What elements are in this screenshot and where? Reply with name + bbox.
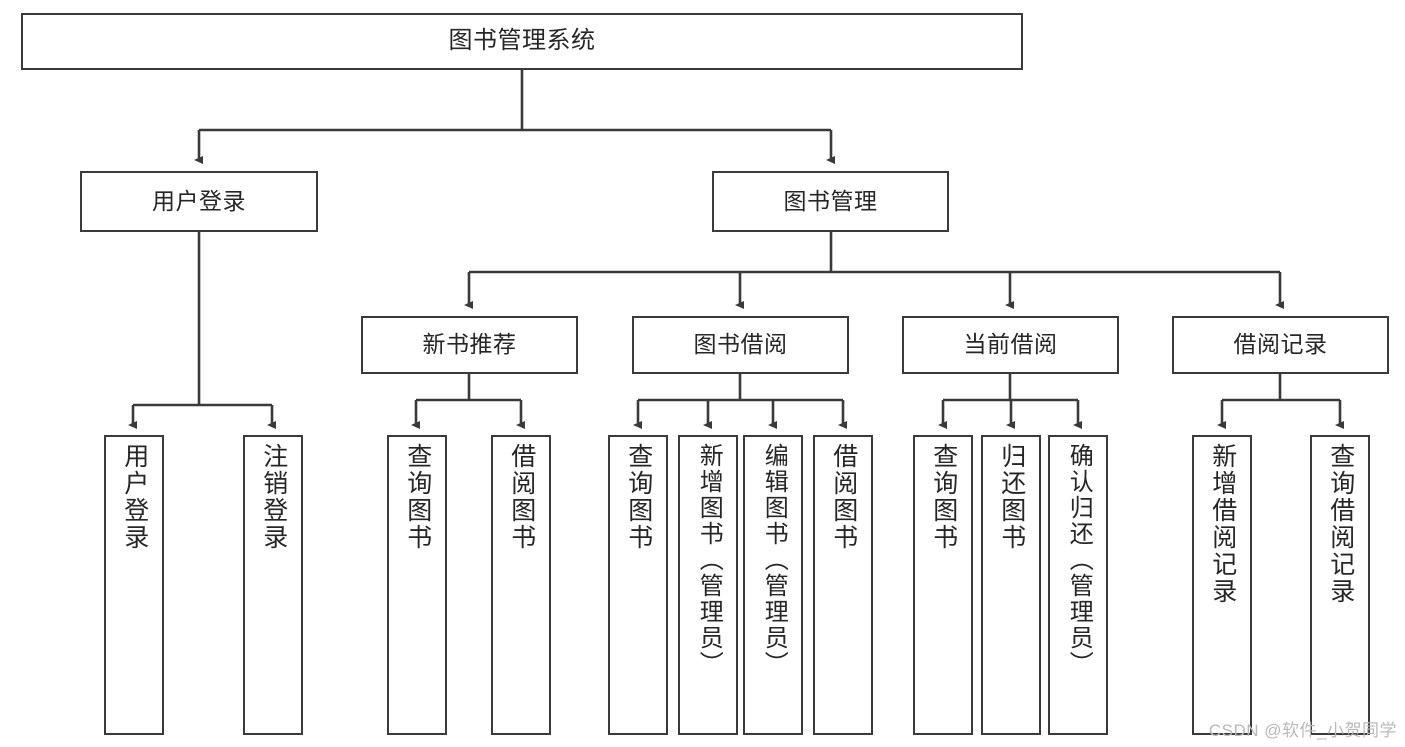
leaf-user-login-logout[interactable]: 注销登录 <box>243 435 303 735</box>
leaf-book-borrow-add[interactable]: 新增图书（管理员） <box>678 435 738 735</box>
node-label: 用户登录 <box>120 443 149 551</box>
node-label: 图书管理系统 <box>448 27 596 55</box>
node-label: 查询图书 <box>624 443 653 551</box>
leaf-book-borrow-borrow[interactable]: 借阅图书 <box>813 435 873 735</box>
node-label: 当前借阅 <box>963 331 1058 358</box>
leaf-user-login-login[interactable]: 用户登录 <box>104 435 164 735</box>
watermark: CSDN @软件_小贺同学 <box>1208 721 1397 740</box>
node-borrow-record[interactable]: 借阅记录 <box>1172 316 1389 374</box>
node-label: 查询借阅记录 <box>1326 443 1355 605</box>
node-label: 借阅图书 <box>507 443 536 551</box>
leaf-current-borrow-confirm-return[interactable]: 确认归还（管理员） <box>1048 435 1108 735</box>
node-label: 新书推荐 <box>422 331 517 358</box>
node-new-book-recommend[interactable]: 新书推荐 <box>361 316 578 374</box>
leaf-current-borrow-return[interactable]: 归还图书 <box>981 435 1041 735</box>
node-label: 图书管理 <box>783 187 878 214</box>
node-label: 用户登录 <box>152 187 246 214</box>
leaf-current-borrow-query[interactable]: 查询图书 <box>913 435 973 735</box>
node-label: 借阅图书 <box>829 443 858 551</box>
node-label: 新增图书（管理员） <box>695 443 723 677</box>
node-current-borrow[interactable]: 当前借阅 <box>902 316 1119 374</box>
node-label: 注销登录 <box>259 443 288 551</box>
node-user-login[interactable]: 用户登录 <box>80 171 318 232</box>
node-label: 查询图书 <box>403 443 432 551</box>
leaf-borrow-record-add[interactable]: 新增借阅记录 <box>1192 435 1252 735</box>
leaf-book-borrow-edit[interactable]: 编辑图书（管理员） <box>743 435 803 735</box>
node-root-book-management-system[interactable]: 图书管理系统 <box>21 13 1023 70</box>
node-book-borrow[interactable]: 图书借阅 <box>632 316 849 374</box>
node-label: 确认归还（管理员） <box>1065 443 1093 677</box>
leaf-borrow-record-query[interactable]: 查询借阅记录 <box>1310 435 1370 735</box>
leaf-new-book-query[interactable]: 查询图书 <box>387 435 447 735</box>
node-label: 编辑图书（管理员） <box>760 443 788 677</box>
leaf-new-book-borrow[interactable]: 借阅图书 <box>491 435 551 735</box>
node-label: 借阅记录 <box>1233 331 1328 358</box>
node-book-management[interactable]: 图书管理 <box>712 171 949 232</box>
leaf-book-borrow-query[interactable]: 查询图书 <box>608 435 668 735</box>
node-label: 图书借阅 <box>693 331 788 358</box>
node-label: 查询图书 <box>929 443 958 551</box>
node-label: 归还图书 <box>997 443 1026 551</box>
node-label: 新增借阅记录 <box>1208 443 1237 605</box>
